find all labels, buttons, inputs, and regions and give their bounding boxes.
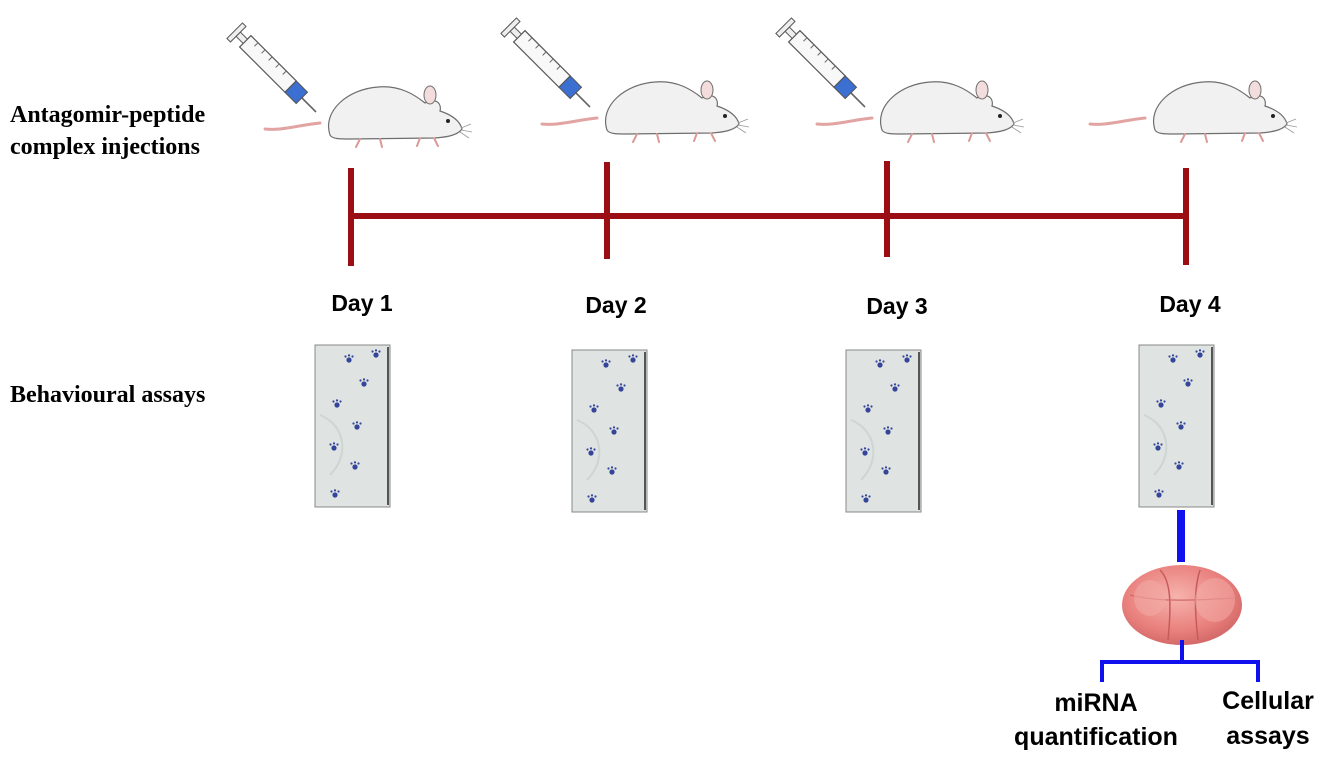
injections-label-line2: complex injections (10, 134, 200, 160)
output-cellular-line1: Cellular (1222, 687, 1314, 715)
injection-day-4 (1090, 81, 1297, 142)
day-label-4: Day 4 (1159, 291, 1221, 317)
output-cellular-line2: assays (1226, 722, 1309, 750)
day-label-2: Day 2 (585, 292, 646, 318)
timeline (351, 161, 1186, 266)
day-label-1: Day 1 (331, 290, 393, 316)
footprint-panel-icon (572, 350, 647, 512)
mouse-icon (1090, 81, 1297, 142)
behaviour-label: Behavioural assays (10, 382, 205, 408)
footprint-panel-icon (315, 345, 390, 507)
footprint-panel-icon (846, 350, 921, 512)
day-label-3: Day 3 (866, 293, 927, 319)
output-bracket (1100, 640, 1260, 682)
syringe-icon (501, 18, 590, 107)
injection-day-3 (776, 18, 1024, 142)
output-mirna-line2: quantification (1014, 723, 1178, 751)
syringe-icon (776, 18, 865, 107)
syringe-icon (227, 23, 316, 112)
injection-day-2 (501, 18, 749, 142)
brain-icon (1122, 565, 1242, 645)
footprint-panel-icon (1139, 345, 1214, 507)
injections-label-line1: Antagomir-peptide (10, 102, 205, 128)
injection-day-1 (227, 23, 472, 147)
output-mirna-line1: miRNA (1054, 689, 1137, 717)
